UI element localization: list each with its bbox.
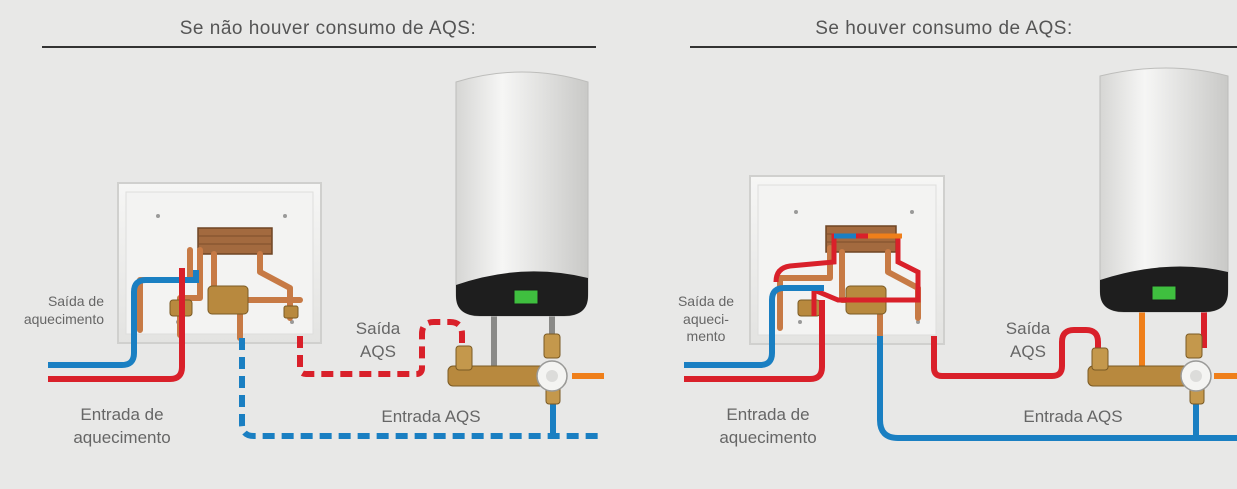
label-dhw-out: Saída AQS <box>1005 319 1051 361</box>
dhw-out-pipe <box>297 319 465 377</box>
heating-out-pipe <box>684 285 824 368</box>
diagram-with-consumption <box>684 67 1237 441</box>
mixing-valve-icon <box>447 333 568 405</box>
label-heating-in: Entrada de aquecimento <box>719 405 817 447</box>
heat-exchange-loop <box>773 233 921 316</box>
wall-cabinet-icon <box>117 182 322 344</box>
title-divider <box>690 46 1237 48</box>
panel-no-dhw-consumption: Se não houver consumo de AQS: <box>0 0 618 489</box>
label-heating-out: Saída de aquecimento <box>23 293 104 327</box>
mixing-valve-icon <box>1087 333 1212 405</box>
label-dhw-in: Entrada AQS <box>1023 407 1123 426</box>
dhw-in-pipe <box>239 338 604 439</box>
water-heater-icon <box>1099 67 1229 313</box>
panel-dhw-consumption: Se houver consumo de AQS: <box>618 0 1237 489</box>
diagram-no-consumption <box>48 71 604 439</box>
heating-out-pipe <box>48 270 199 368</box>
label-dhw-in: Entrada AQS <box>381 407 481 426</box>
brass-fittings <box>169 285 299 319</box>
dhw-out-pipe <box>931 327 1101 379</box>
panel-title: Se houver consumo de AQS: <box>815 18 1073 39</box>
water-heater-icon <box>455 71 589 317</box>
label-heating-out: Saída de aqueci- mento <box>677 293 735 344</box>
heating-in-pipe <box>684 300 825 382</box>
label-dhw-out: Saída AQS <box>355 319 401 361</box>
heating-in-pipe <box>48 268 185 382</box>
panel-title: Se não houver consumo de AQS: <box>179 18 477 39</box>
label-heating-in: Entrada de aquecimento <box>73 405 171 447</box>
title-divider <box>42 46 596 48</box>
dhw-in-pipe <box>877 336 1237 441</box>
